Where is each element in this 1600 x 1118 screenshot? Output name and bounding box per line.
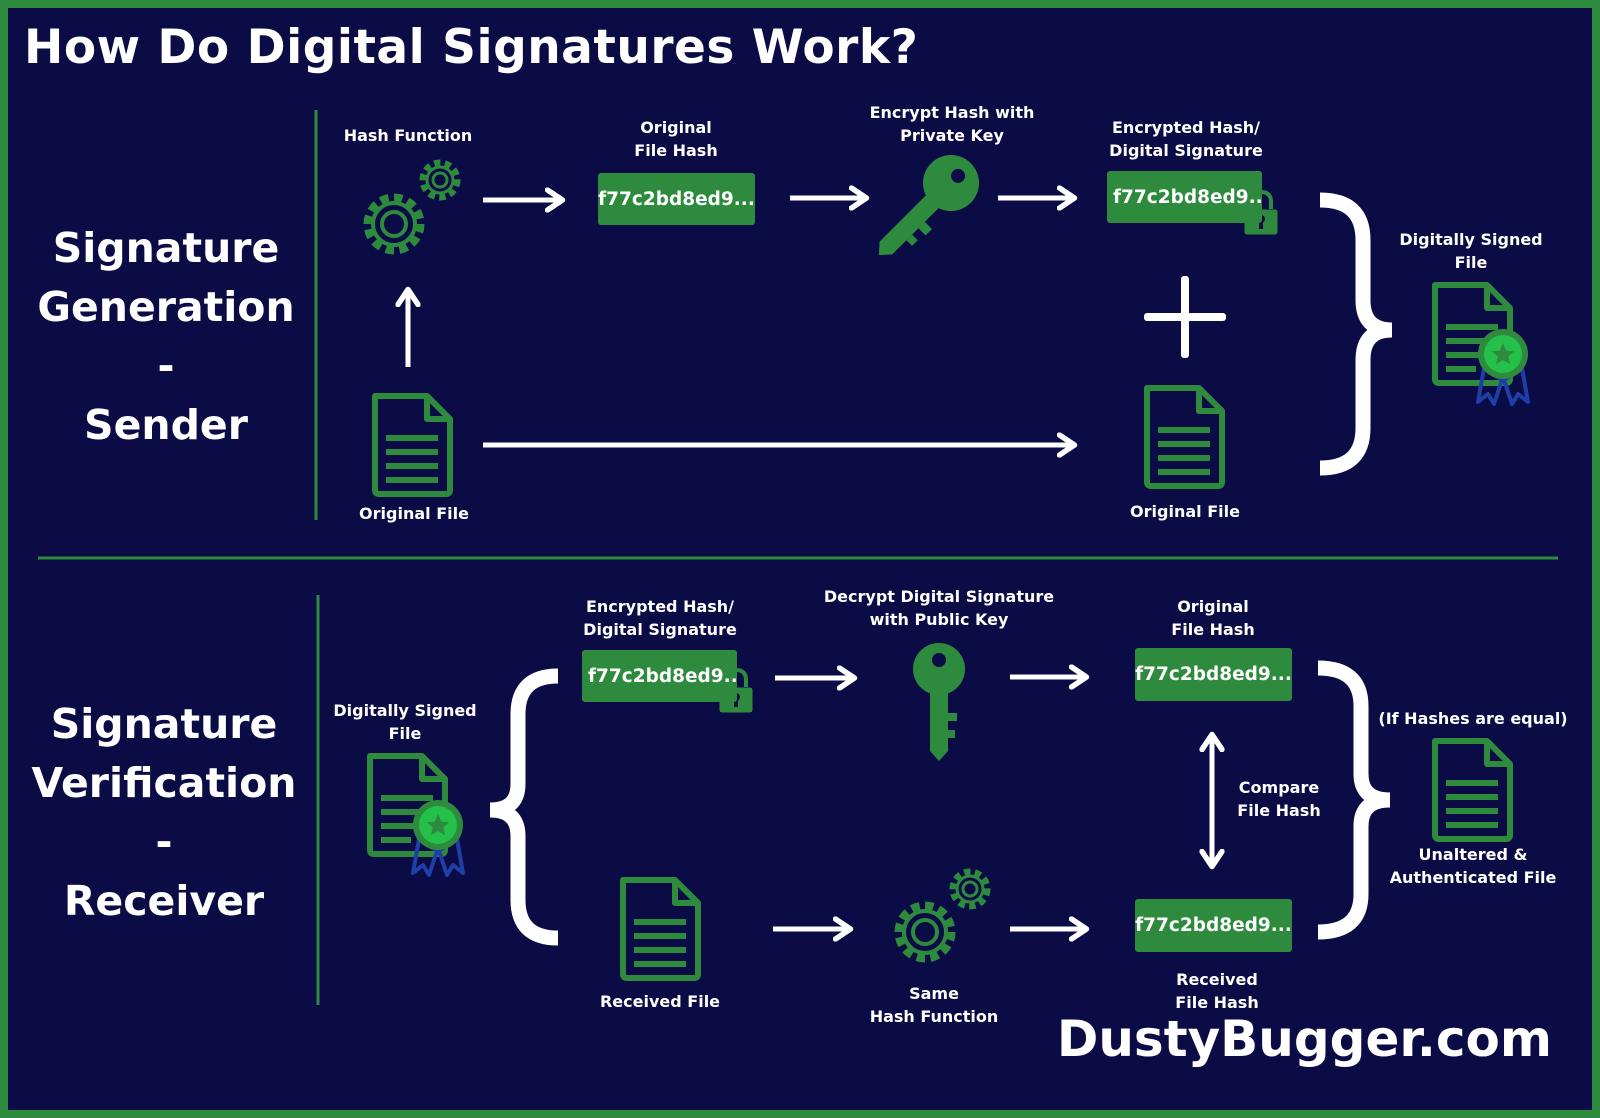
- received-hash-label: Received File Hash: [1175, 970, 1259, 1012]
- page-title: How Do Digital Signatures Work?: [24, 20, 919, 75]
- encrypt-label: Encrypt Hash with Private Key: [869, 103, 1035, 145]
- verification-heading: Signature Verification - Receiver: [31, 700, 297, 925]
- result-label: Unaltered & Authenticated File: [1389, 845, 1557, 887]
- original-file-label-2: Original File: [1130, 502, 1240, 521]
- signed-file-label-receiver: Digitally Signed File: [333, 701, 477, 743]
- original-hash-label-receiver: Original File Hash: [1171, 597, 1255, 639]
- certificate-icon: [370, 756, 463, 875]
- original-file-label: Original File: [359, 504, 469, 523]
- original-hash-box-receiver: f77c2bd8ed9...: [1135, 648, 1292, 701]
- document-icon: [1147, 388, 1222, 486]
- left-brace-icon: [489, 668, 559, 946]
- gears-icon: [899, 872, 987, 958]
- encrypted-hash-label-receiver: Encrypted Hash/ Digital Signature: [583, 597, 737, 639]
- generation-heading: Signature Generation - Sender: [37, 224, 295, 449]
- key-icon: [913, 643, 965, 761]
- decrypt-label: Decrypt Digital Signature with Public Ke…: [823, 587, 1055, 629]
- condition-label: (If Hashes are equal): [1378, 709, 1568, 728]
- signed-file-label: Digitally Signed File: [1399, 230, 1543, 272]
- right-brace-icon: [1319, 192, 1393, 476]
- plus-icon: [1144, 276, 1226, 358]
- encrypted-hash-box: f77c2bd8ed9...: [1107, 171, 1262, 223]
- document-icon: [623, 880, 698, 978]
- key-icon: [878, 155, 979, 256]
- same-hash-label: Same Hash Function: [869, 984, 999, 1026]
- certificate-icon: [1435, 285, 1528, 404]
- received-file-label: Received File: [599, 992, 721, 1011]
- right-brace-icon: [1317, 660, 1391, 940]
- hash-function-label: Hash Function: [343, 126, 473, 145]
- encrypted-hash-label: Encrypted Hash/ Digital Signature: [1109, 118, 1263, 160]
- brand-watermark: DustyBugger.com: [1056, 1010, 1552, 1068]
- original-hash-label: Original File Hash: [634, 118, 718, 160]
- encrypted-hash-box-receiver: f77c2bd8ed9...: [582, 650, 737, 702]
- original-hash-box: f77c2bd8ed9...: [598, 173, 755, 225]
- document-icon: [1435, 741, 1510, 839]
- document-icon: [375, 396, 450, 494]
- compare-label: Compare File Hash: [1237, 778, 1321, 820]
- gears-icon: [368, 163, 457, 250]
- received-hash-box: f77c2bd8ed9...: [1135, 899, 1292, 952]
